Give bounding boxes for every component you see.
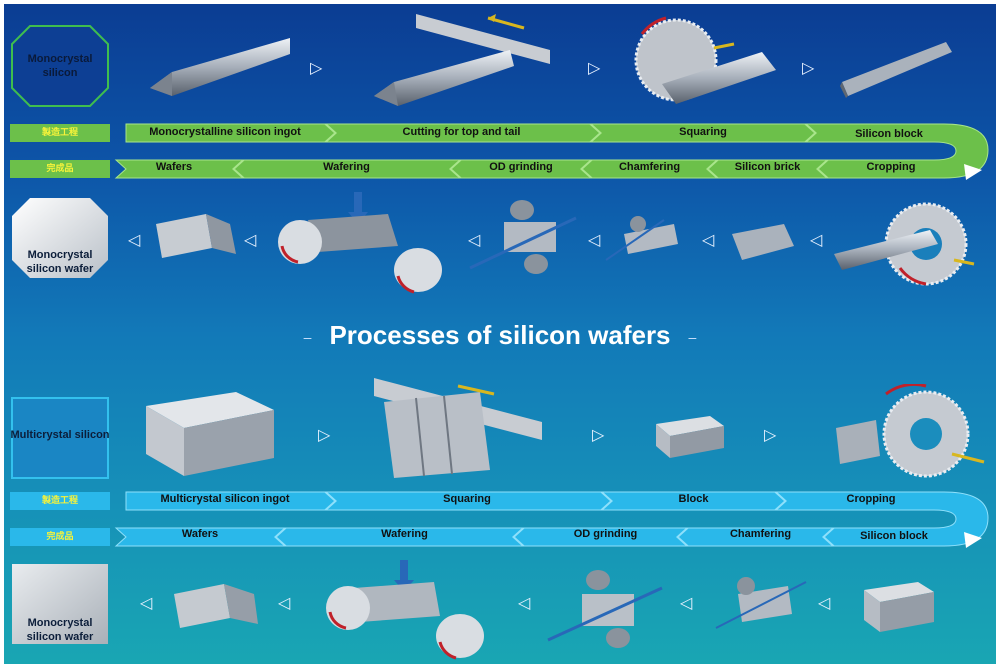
play-outline-icon: ◁ (244, 232, 257, 249)
mono-end-label: Monocrystal silicon wafer (26, 249, 94, 275)
mono-step-brick: Silicon brick (734, 161, 801, 173)
mono-start-label: Monocrystal silicon (27, 53, 93, 79)
multi-silicon-block-image (864, 582, 934, 632)
multi-tag-product: 完成品 (46, 531, 74, 541)
mono-step-cutting: Cutting for top and tail (402, 126, 521, 138)
multi-step-silicon-block: Silicon block (860, 530, 928, 542)
multi-step-block: Block (678, 493, 709, 505)
mono-step-od-grinding: OD grinding (489, 161, 553, 173)
multi-step-cropping: Cropping (846, 493, 896, 505)
mono-step-wafering: Wafering (323, 161, 370, 173)
multi-start-box (11, 397, 109, 479)
mono-brick-image (732, 224, 794, 260)
multi-end-box (12, 564, 108, 644)
multi-ingot-image (146, 392, 274, 476)
play-outline-icon: ◁ (278, 595, 291, 612)
mono-step-chamfering: Chamfering (618, 161, 681, 173)
mono-step-wafers: Wafers (155, 161, 193, 173)
mono-wafers-image (156, 214, 236, 258)
play-outline-icon: ◁ (128, 232, 141, 249)
mono-step-ingot: Monocrystalline silicon ingot (149, 126, 301, 138)
mono-block-image (840, 42, 952, 98)
multi-step-wafers: Wafers (181, 528, 219, 540)
play-outline-icon: ◁ (680, 595, 693, 612)
multi-squaring-image (374, 378, 542, 478)
mono-chamfering-image (605, 216, 678, 261)
mono-tag-process: 製造工程 (41, 127, 78, 137)
mono-wafering-image (278, 192, 442, 294)
multi-tag-process: 製造工程 (41, 495, 78, 505)
play-outline-icon: ◁ (140, 595, 153, 612)
play-outline-icon: ◁ (468, 232, 481, 249)
page-title: Processes of silicon wafers (329, 320, 671, 350)
multi-step-wafering: Wafering (381, 528, 428, 540)
play-outline-icon: ▷ (764, 427, 777, 444)
play-outline-icon: ▷ (310, 60, 323, 77)
mono-tag-product: 完成品 (46, 163, 74, 173)
mono-process-band (10, 123, 989, 180)
multi-end-label: Monocrystal silicon wafer (26, 617, 94, 643)
mono-end-box (12, 198, 108, 278)
play-outline-icon: ◁ (702, 232, 715, 249)
mono-cutting-image (374, 14, 550, 106)
process-diagram: Monocrystal silicon ▷ ▷ ▷ (4, 4, 996, 664)
mono-ingot-image (150, 38, 290, 96)
play-outline-icon: ▷ (592, 427, 605, 444)
multi-chamfering-image (715, 577, 807, 629)
play-outline-icon: ◁ (588, 232, 601, 249)
multi-step-chamfering: Chamfering (729, 528, 792, 540)
multi-wafers-image (174, 584, 258, 628)
multi-block-image (656, 416, 724, 458)
play-outline-icon: ▷ (802, 60, 815, 77)
mono-step-squaring: Squaring (679, 126, 727, 138)
multi-od-grinding-image (547, 570, 663, 648)
multi-start-label: Multicrystal silicon (10, 429, 110, 441)
multi-process-band (10, 491, 989, 548)
multi-cropping-image (836, 384, 985, 478)
mono-cropping-image (834, 202, 975, 286)
multi-step-od-grinding: OD grinding (573, 528, 638, 540)
mono-squaring-image (634, 16, 776, 104)
play-outline-icon: ◁ (518, 595, 531, 612)
mono-step-cropping: Cropping (866, 161, 916, 173)
play-outline-icon: ◁ (810, 232, 823, 249)
play-outline-icon: ▷ (588, 60, 601, 77)
multi-step-ingot: Multicrystal silicon ingot (160, 493, 290, 505)
mono-od-grinding-image (469, 200, 577, 274)
mono-start-box (11, 25, 109, 107)
multi-wafering-image (326, 560, 484, 660)
play-outline-icon: ▷ (318, 427, 331, 444)
mono-step-block: Silicon block (855, 128, 923, 140)
play-outline-icon: ◁ (818, 595, 831, 612)
multi-step-squaring: Squaring (443, 493, 491, 505)
